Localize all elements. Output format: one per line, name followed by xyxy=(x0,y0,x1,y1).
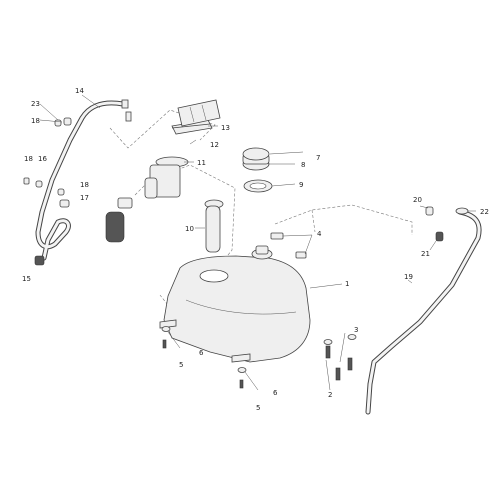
callout-8: 8 xyxy=(301,161,305,169)
callout-labels: 1 2 3 4 5 5 6 6 7 8 9 10 11 12 13 14 15 … xyxy=(22,87,489,412)
vent-hose-19 xyxy=(365,209,482,415)
callout-13: 13 xyxy=(221,124,230,132)
callout-6b: 6 xyxy=(273,389,278,397)
callout-18b: 18 xyxy=(24,155,33,163)
callout-12: 12 xyxy=(210,141,219,149)
callout-14: 14 xyxy=(75,87,84,95)
washers-3 xyxy=(323,334,357,345)
fuel-cap-8 xyxy=(242,147,270,171)
leader-lines xyxy=(39,94,476,391)
callout-17: 17 xyxy=(80,194,89,202)
callout-3: 3 xyxy=(354,326,358,334)
callout-2: 2 xyxy=(328,391,332,399)
callout-15: 15 xyxy=(22,275,31,283)
callout-7: 7 xyxy=(316,154,320,162)
fuel-hose-14 xyxy=(35,100,126,261)
callout-10: 10 xyxy=(185,225,194,233)
callout-19: 19 xyxy=(404,273,413,281)
filter-13 xyxy=(177,99,221,127)
callout-5b: 5 xyxy=(256,404,260,412)
callout-6a: 6 xyxy=(199,349,204,357)
screws-5 xyxy=(162,339,244,389)
screws-2 xyxy=(325,345,353,381)
fuel-level-sender-10 xyxy=(204,199,224,253)
fuel-pump-11 xyxy=(105,156,189,243)
callout-9: 9 xyxy=(299,181,303,189)
washers-6 xyxy=(161,326,247,373)
fuel-tank-1 xyxy=(159,245,311,363)
callout-16: 16 xyxy=(38,155,47,163)
callout-18a: 18 xyxy=(31,117,40,125)
clips-4 xyxy=(270,232,307,259)
callout-21: 21 xyxy=(421,250,430,258)
callout-1: 1 xyxy=(345,280,349,288)
callout-5a: 5 xyxy=(179,361,183,369)
callout-4: 4 xyxy=(317,230,322,238)
callout-20: 20 xyxy=(413,196,422,204)
callout-22: 22 xyxy=(480,208,489,216)
callout-11: 11 xyxy=(197,159,206,167)
callout-23: 23 xyxy=(31,100,40,108)
seal-9 xyxy=(243,179,273,193)
callout-18c: 18 xyxy=(80,181,89,189)
